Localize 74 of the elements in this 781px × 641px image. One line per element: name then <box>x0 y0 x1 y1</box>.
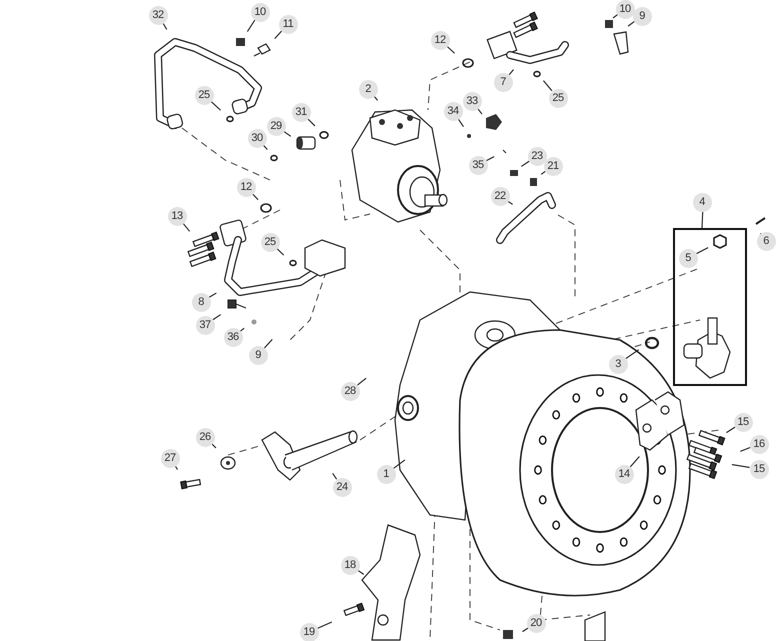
callout-number: 1 <box>376 464 396 484</box>
callout-number: 20 <box>526 614 546 632</box>
leader-line <box>358 570 364 575</box>
leader-line <box>732 464 750 468</box>
leader-line <box>522 628 528 632</box>
leader-line <box>246 20 256 32</box>
callout-number: 31 <box>292 102 310 122</box>
callout-number: 18 <box>340 556 360 574</box>
leader-line <box>276 248 284 256</box>
callout-number: 8 <box>192 292 210 312</box>
callout-number: 23 <box>528 146 546 166</box>
leader-line <box>264 339 273 348</box>
callout-number: 32 <box>148 6 168 24</box>
callout-number: 13 <box>168 206 186 226</box>
callout-number: 15 <box>750 460 768 478</box>
leader-line <box>283 130 292 137</box>
callout-number: 6 <box>756 232 776 250</box>
leader-line <box>486 156 494 162</box>
callout-number: 5 <box>678 248 698 268</box>
callout-number: 34 <box>444 102 462 120</box>
callout-number: 9 <box>632 6 652 26</box>
callout-number: 19 <box>300 622 318 641</box>
leader-line <box>208 292 217 298</box>
leader-line <box>726 426 736 434</box>
leader-line <box>332 472 338 480</box>
leader-line <box>740 446 750 452</box>
callout-number: 30 <box>248 128 266 148</box>
callout-number: 4 <box>692 192 712 212</box>
leader-line <box>446 46 455 54</box>
leader-line <box>307 118 316 126</box>
leader-line <box>540 171 546 175</box>
callout-number: 21 <box>544 156 562 176</box>
leader-line <box>182 222 190 232</box>
callout-number: 11 <box>278 14 298 34</box>
callout-number: 25 <box>194 86 214 104</box>
kit-frame <box>673 228 747 386</box>
leader-line <box>626 349 640 360</box>
leader-line <box>508 69 514 76</box>
leader-line <box>458 118 464 127</box>
leader-line <box>212 314 221 320</box>
leader-line <box>357 378 366 386</box>
leader-line <box>543 80 552 92</box>
callout-number: 15 <box>734 412 752 432</box>
callout-number: 12 <box>236 178 256 196</box>
leader-line <box>317 622 332 629</box>
leader-line <box>274 30 282 39</box>
callout-number: 29 <box>266 116 286 136</box>
callout-number: 36 <box>224 328 242 346</box>
leader-line <box>630 456 640 468</box>
leader-line <box>628 21 635 27</box>
leader-line <box>696 247 708 254</box>
callout-number: 10 <box>250 2 270 22</box>
callout-number: 33 <box>462 92 482 110</box>
callout-number: 24 <box>332 478 352 496</box>
callout-number: 9 <box>248 346 268 364</box>
callout-number: 16 <box>750 434 768 454</box>
leader-line <box>393 460 406 469</box>
callout-number: 25 <box>548 88 568 108</box>
callout-number: 7 <box>494 72 512 92</box>
leader-line <box>240 328 244 332</box>
callout-number: 26 <box>196 428 214 446</box>
callout-number: 37 <box>196 316 214 334</box>
callout-number: 2 <box>358 80 378 98</box>
callout-number: 12 <box>430 30 450 50</box>
leader-line <box>210 101 221 111</box>
leader-line <box>521 160 530 167</box>
callout-number: 10 <box>616 0 634 18</box>
callout-number: 35 <box>468 156 488 174</box>
callout-number: 22 <box>490 186 510 206</box>
callout-number: 27 <box>160 448 180 468</box>
callout-number: 25 <box>260 232 280 252</box>
leader-line <box>701 211 704 228</box>
callout-number: 28 <box>340 382 360 400</box>
leader-line <box>612 14 618 18</box>
